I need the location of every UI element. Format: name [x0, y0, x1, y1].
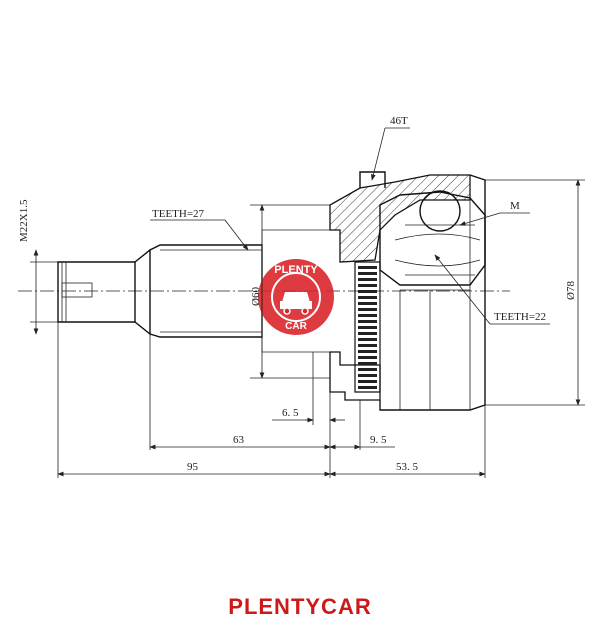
- outer-housing: [329, 171, 486, 411]
- teeth-inner-label: TEETH=22: [494, 311, 546, 323]
- teeth-shaft-label: TEETH=27: [152, 208, 205, 220]
- thread-stub: [57, 248, 151, 336]
- watermark-top-text: PLENTY: [274, 264, 318, 276]
- watermark-logo: PLENTY CAR: [258, 259, 334, 335]
- dia-78-label: Ø78: [565, 281, 577, 300]
- inner-race: [379, 190, 486, 286]
- dim-63-label: 63: [233, 434, 245, 446]
- dim-9-5-label: 9. 5: [370, 434, 387, 446]
- dia-60-label: Ø60: [250, 287, 262, 306]
- cv-joint-drawing: PLENTY CAR M22X1.5 TEETH=27 Ø60 46T M TE…: [18, 115, 585, 478]
- brand-footer: PLENTYCAR: [228, 594, 372, 619]
- m-label: M: [510, 200, 520, 212]
- dim-6-5-label: 6. 5: [282, 407, 299, 419]
- abs-ring: [354, 261, 381, 393]
- dim-53-5-label: 53. 5: [396, 461, 419, 473]
- thread-label: M22X1.5: [18, 199, 30, 242]
- teeth-outer-label: 46T: [390, 115, 408, 127]
- dim-95-label: 95: [187, 461, 199, 473]
- watermark-bottom-text: CAR: [285, 321, 307, 332]
